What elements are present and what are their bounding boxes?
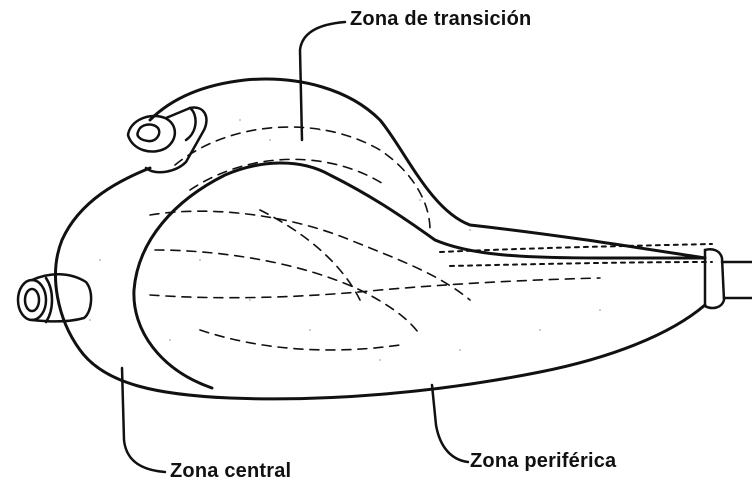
inner-dashes-5 — [260, 210, 360, 300]
leader-line-transicion — [300, 22, 345, 140]
leader-line-periferica — [432, 385, 468, 462]
central-zone-dashes-3 — [150, 278, 600, 298]
central-zone-dashes-2 — [155, 250, 420, 335]
central-zone-dashes-4 — [200, 330, 400, 350]
upper-duct-stub — [128, 108, 206, 173]
urethra-exit — [705, 249, 752, 308]
urethra-dotted-line-2 — [450, 262, 712, 266]
urethra-dotted-line — [440, 244, 712, 252]
label-zona-central: Zona central — [170, 460, 291, 483]
transition-zone-dashes — [175, 127, 430, 230]
label-zona-periferica: Zona periférica — [470, 450, 616, 473]
gland-outer-outline — [56, 79, 705, 399]
peripheral-zone-contour — [134, 163, 705, 388]
label-zona-transicion: Zona de transición — [350, 8, 531, 31]
stipple-texture — [89, 119, 601, 361]
